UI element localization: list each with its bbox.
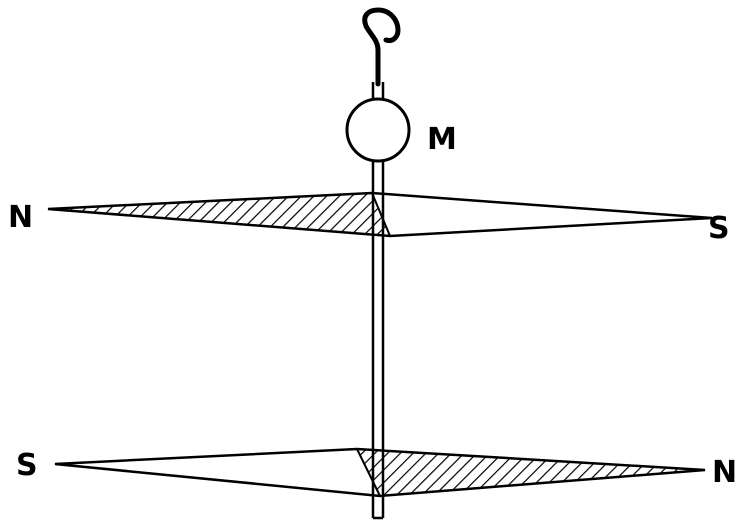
magnet-ball <box>345 97 411 163</box>
lower-needle-outline <box>54 447 706 498</box>
upper-needle <box>47 191 713 238</box>
label-magnet-ball: M <box>427 122 457 157</box>
hook-icon <box>362 7 401 87</box>
upper-needle-outline <box>47 191 713 238</box>
label-lower-right: N <box>712 455 737 490</box>
label-upper-right: S <box>708 211 730 246</box>
label-upper-left: N <box>8 200 33 235</box>
upper-needle-north-half <box>48 193 390 236</box>
lower-needle-north-half <box>357 449 705 496</box>
label-lower-left: S <box>16 448 38 483</box>
lower-needle <box>54 447 706 498</box>
